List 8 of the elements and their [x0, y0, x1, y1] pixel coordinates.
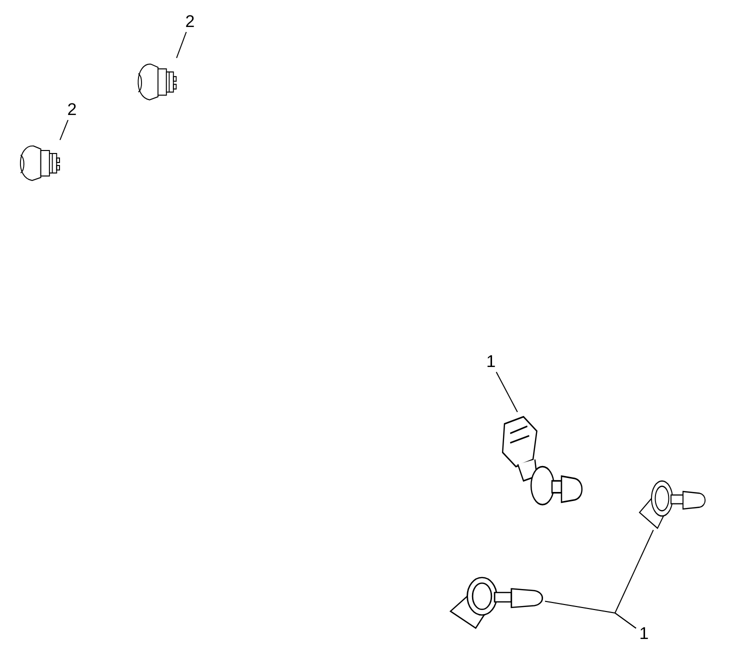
callout-number: 2	[64, 100, 80, 120]
leader-line	[60, 120, 68, 140]
leader-line	[496, 372, 518, 412]
leader-line	[544, 600, 636, 629]
callout-number: 1	[636, 624, 652, 644]
callout-number: 1	[483, 352, 499, 372]
callout-number: 2	[182, 12, 198, 32]
leader-line	[176, 32, 187, 58]
